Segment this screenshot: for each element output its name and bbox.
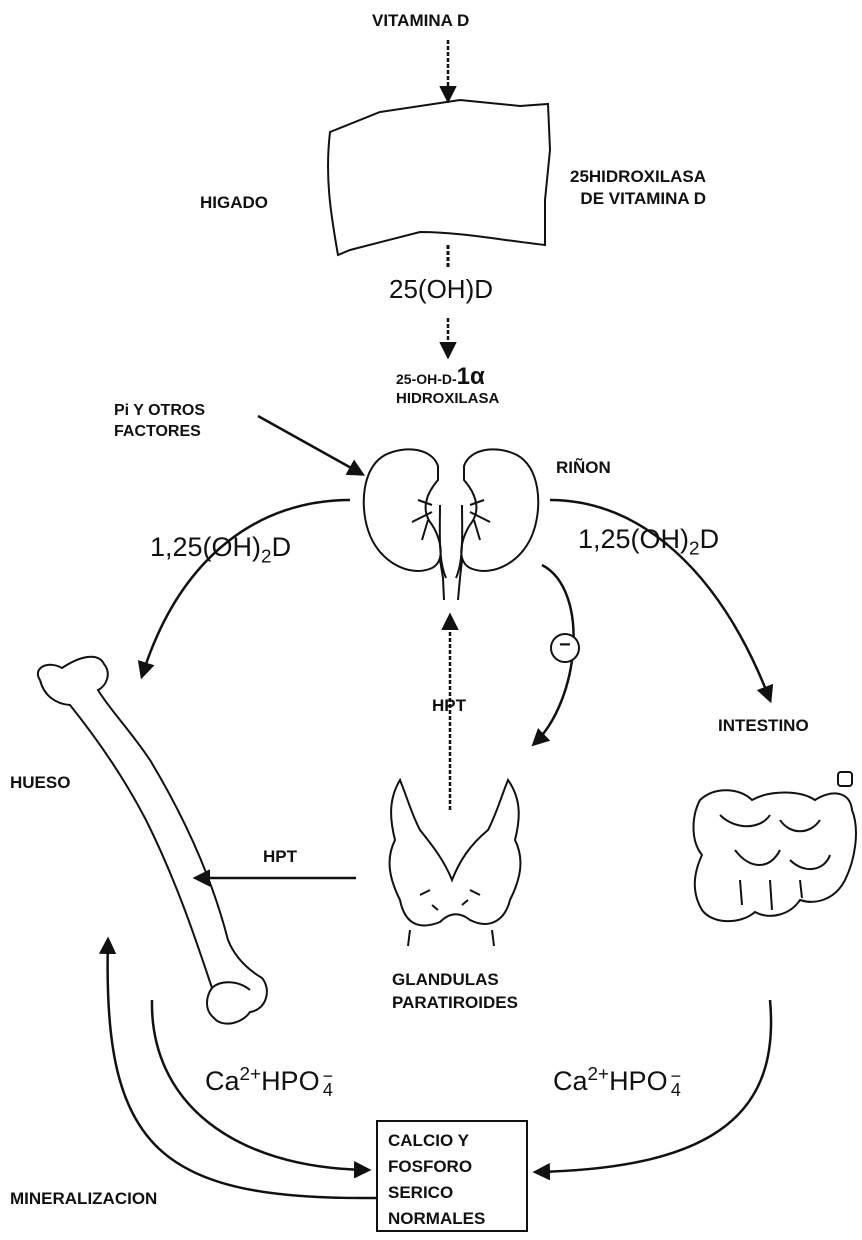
label-25hidroxilasa-line2: DE VITAMINA D xyxy=(570,188,706,210)
label-hpt-horizontal: HPT xyxy=(263,846,297,868)
ca-left-b: HPO xyxy=(261,1066,320,1096)
label-ca-hpo4-right: Ca2+HPO−4 xyxy=(553,1064,681,1097)
label-glandulas-paratiroides: GLANDULAS PARATIROIDES xyxy=(392,968,518,1014)
label-125oh2d-right-a: 1,25(OH) xyxy=(578,524,689,554)
label-125oh2d-left-b: D xyxy=(272,532,292,562)
label-125oh2d-right: 1,25(OH)2D xyxy=(578,528,719,560)
ca-right-a: Ca xyxy=(553,1066,588,1096)
box-line4: NORMALES xyxy=(388,1206,526,1232)
label-1a-line2: HIDROXILASA xyxy=(396,388,499,410)
label-1a-alpha: 1α xyxy=(457,363,485,390)
ca-left-ion: −4 xyxy=(323,1069,334,1097)
label-25-oh-d-1a-hidroxilasa: 25-OH-D-1α HIDROXILASA xyxy=(396,366,499,410)
liver-shape xyxy=(328,100,550,255)
label-hpt-vertical: HPT xyxy=(432,695,466,717)
label-125oh2d-left: 1,25(OH)2D xyxy=(150,536,291,568)
label-ca-hpo4-left: Ca2+HPO−4 xyxy=(205,1064,333,1097)
label-1a-line1: 25-OH-D-1α xyxy=(396,366,499,390)
label-1a-prefix: 25-OH-D- xyxy=(396,371,457,387)
ca-right-sup: 2+ xyxy=(588,1064,610,1085)
arrow-pi-to-kidney xyxy=(258,416,362,474)
ca-right-b: HPO xyxy=(609,1066,668,1096)
ca-left-sub: 4 xyxy=(323,1083,334,1097)
label-pi-otros-factores: Pi Y OTROS FACTORES xyxy=(114,400,205,442)
inhibit-symbol: − xyxy=(559,634,571,656)
label-125oh2d-left-sub: 2 xyxy=(261,546,272,567)
label-vitamina-d: VITAMINA D xyxy=(372,10,469,32)
label-pi-line1: Pi Y OTROS xyxy=(114,400,205,421)
label-rinon: RIÑON xyxy=(556,457,611,479)
label-mineralizacion: MINERALIZACION xyxy=(10,1188,157,1210)
label-intestino: INTESTINO xyxy=(718,715,809,737)
calcium-phosphorus-box: CALCIO Y FOSFORO SERICO NORMALES xyxy=(376,1120,528,1232)
label-glandulas-line2: PARATIROIDES xyxy=(392,991,518,1014)
label-125oh2d-right-b: D xyxy=(700,524,720,554)
label-higado: HIGADO xyxy=(200,192,268,214)
box-line3: SERICO xyxy=(388,1180,526,1206)
label-glandulas-line1: GLANDULAS xyxy=(392,968,518,991)
label-25hidroxilasa-line1: 25HIDROXILASA xyxy=(570,166,706,188)
label-125oh2d-right-sub: 2 xyxy=(689,538,700,559)
label-hueso: HUESO xyxy=(10,772,70,794)
label-25ohd: 25(OH)D xyxy=(389,278,493,300)
label-25hidroxilasa: 25HIDROXILASA DE VITAMINA D xyxy=(570,166,706,210)
intestine-icon xyxy=(694,772,856,921)
kidney-icon xyxy=(364,449,539,600)
box-line2: FOSFORO xyxy=(388,1154,526,1180)
label-125oh2d-left-a: 1,25(OH) xyxy=(150,532,261,562)
parathyroid-icon xyxy=(390,780,521,946)
ca-left-sup: 2+ xyxy=(240,1064,262,1085)
bone-icon xyxy=(38,657,267,1024)
box-line1: CALCIO Y xyxy=(388,1128,526,1154)
ca-right-ion: −4 xyxy=(671,1069,682,1097)
ca-right-sub: 4 xyxy=(671,1083,682,1097)
label-pi-line2: FACTORES xyxy=(114,421,205,442)
arrow-kidney-to-bone xyxy=(142,500,350,676)
ca-left-a: Ca xyxy=(205,1066,240,1096)
